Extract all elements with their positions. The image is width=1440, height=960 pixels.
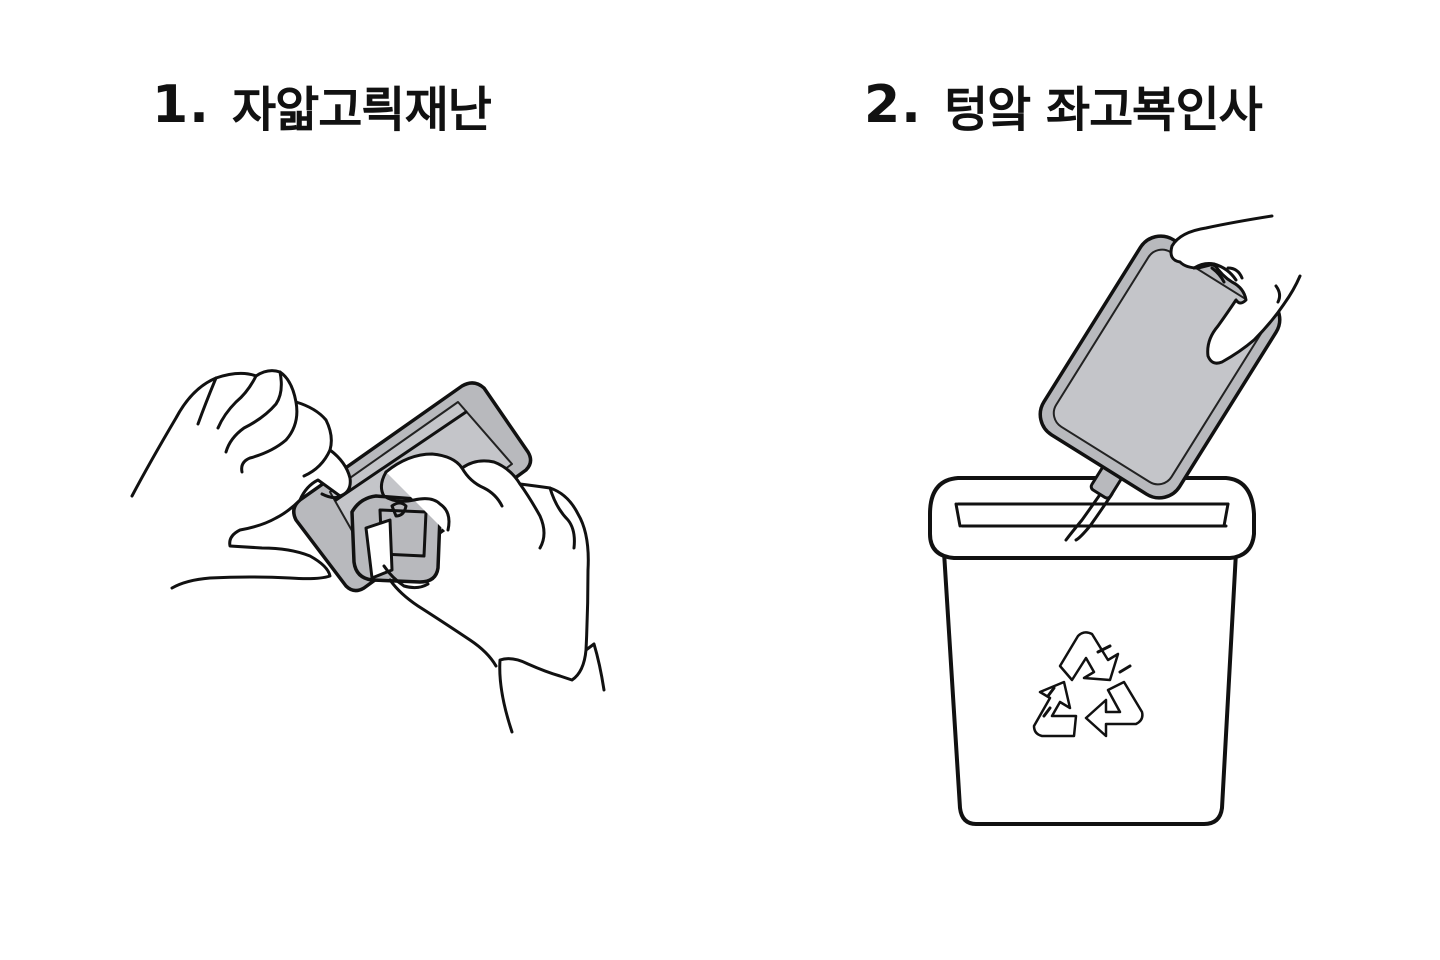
- step-1-title: 1. 자앏고릑재난: [152, 70, 492, 140]
- recycle-symbol-icon: [1032, 631, 1144, 738]
- left-hand: [130, 369, 352, 590]
- step-2-label: 텅앜 좌고뵥인사: [943, 82, 1263, 138]
- device-opened-panel: [350, 494, 442, 584]
- step-1-number: 1.: [152, 75, 210, 135]
- hands-holding-device-icon: [130, 369, 606, 734]
- step-2-title: 2. 텅앜 좌고뵥인사: [864, 70, 1263, 140]
- step-1-label: 자앏고릑재난: [231, 82, 492, 138]
- smartphone: [1038, 234, 1282, 500]
- recycling-bin-icon: [928, 476, 1256, 826]
- step-2-number: 2.: [864, 75, 922, 135]
- hand-dropping-phone-icon: [1169, 214, 1302, 365]
- right-hand: [379, 452, 606, 734]
